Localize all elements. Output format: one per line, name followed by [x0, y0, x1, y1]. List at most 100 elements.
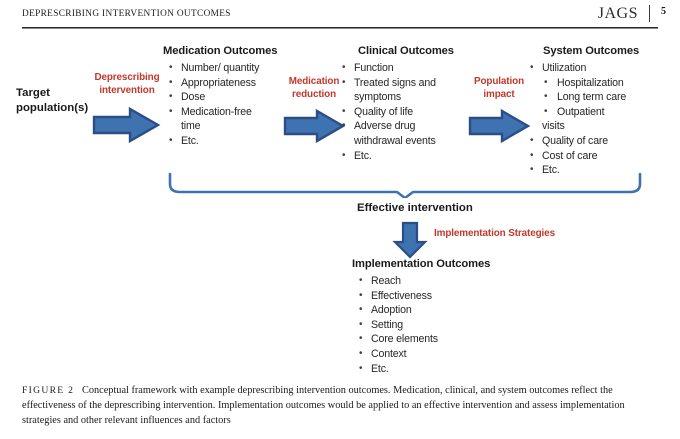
list-item-label: Reach — [371, 275, 401, 287]
bullet-icon: • — [359, 304, 363, 316]
bullet-icon: • — [169, 76, 173, 88]
list-item: • Etc. — [340, 149, 500, 164]
list-item-label: Long term care — [557, 91, 627, 104]
bullet-icon: • — [544, 105, 548, 117]
list-item: • Reach — [357, 274, 537, 289]
list-item-label: visits — [542, 120, 565, 133]
list-item-label: Cost of care — [542, 149, 598, 162]
list-item: • Dose — [167, 90, 327, 105]
bracket-connector — [160, 168, 650, 203]
list-item: • Context — [357, 347, 537, 362]
list-item-label: Context — [371, 347, 407, 360]
bullet-icon: • — [530, 134, 534, 146]
list-item-label: Outpatient — [557, 105, 605, 118]
figure-caption-text: Conceptual framework with example depres… — [22, 385, 625, 427]
list-item-label: Hospitalization — [557, 76, 624, 89]
list-clinical-outcomes: • Function • Treated signs and symptoms•Qual… — [340, 61, 500, 163]
list-item: • Etc. — [357, 362, 537, 377]
header-divider — [649, 5, 650, 22]
list-item-label: Medication-free — [181, 105, 252, 118]
column-heading-clinical: Clinical Outcomes — [358, 45, 454, 57]
bullet-icon: • — [544, 76, 548, 88]
journal-name: JAGS — [597, 5, 638, 22]
figure-diagram: Target population(s) Deprescribing inter… — [0, 32, 680, 375]
list-item: visits — [528, 119, 678, 134]
list-item-label: time — [181, 120, 201, 133]
running-head: DEPRESCRIBING INTERVENTION OUTCOMES JAGS… — [0, 0, 680, 30]
figure-caption: FIGURE 2 Conceptual framework with examp… — [22, 383, 658, 429]
list-item-label: Function — [354, 62, 394, 74]
list-item: • Adoption — [357, 303, 537, 318]
list-item-label: Adverse drug — [354, 120, 416, 133]
label-implementation-strategies: Implementation Strategies — [434, 228, 555, 239]
list-item-label: Utilization — [542, 62, 587, 74]
list-item-label: Core elements — [371, 333, 438, 346]
list-item-label: Appropriateness — [181, 76, 256, 89]
list-item: symptoms — [340, 90, 500, 105]
bullet-icon: • — [359, 333, 363, 345]
list-item-label: Etc. — [371, 362, 389, 375]
list-item-label: Etc. — [354, 149, 372, 162]
list-system-outcomes: • Utilization • Hospitalization • Long term c… — [528, 61, 678, 178]
list-item: • Medication-free — [167, 105, 327, 120]
running-head-title: DEPRESCRIBING INTERVENTION OUTCOMES — [22, 9, 231, 19]
list-item-label: Adoption — [371, 304, 412, 317]
target-population-label: Target population(s) — [16, 86, 88, 116]
bullet-icon: • — [359, 275, 363, 286]
list-item: • Hospitalization — [528, 76, 678, 91]
list-item-label: Quality of care — [542, 134, 609, 147]
list-item: • Long term care — [528, 90, 678, 105]
list-item: • Effectiveness — [357, 289, 537, 304]
list-item: • Core elements — [357, 332, 537, 347]
header-rule — [22, 27, 658, 29]
list-implementation-outcomes: • Reach • Effectiveness • Adoption • Setting • Co… — [357, 274, 537, 376]
list-item-label: symptoms — [354, 91, 402, 104]
list-item: • Quality of care — [528, 134, 678, 149]
target-line-2: population(s) — [16, 102, 89, 114]
label-population-impact: Population impact — [473, 76, 524, 100]
bullet-icon: • — [359, 318, 363, 330]
implementation-outcomes-heading: Implementation Outcomes — [352, 258, 491, 270]
list-item-label: Number/ quantity — [181, 62, 260, 74]
label-medication-reduction: Medication reduction — [288, 76, 340, 100]
bullet-icon: • — [359, 362, 363, 374]
arrow-down-implementation-icon — [392, 220, 428, 265]
arrow-right-deprescribing-icon — [90, 106, 162, 149]
label-deprescribing-intervention: Deprescribing intervention — [94, 72, 160, 96]
effective-intervention-title: Effective intervention — [357, 202, 473, 214]
list-item: • Treated signs and — [340, 76, 500, 91]
bullet-icon: • — [342, 149, 346, 161]
bullet-icon: • — [342, 62, 346, 73]
bullet-icon: • — [530, 62, 534, 73]
figure-caption-label: FIGURE 2 — [22, 385, 75, 396]
bullet-icon: • — [169, 91, 173, 103]
list-item-label: Treated signs and — [354, 76, 436, 89]
list-item: • Number/ quantity — [167, 61, 327, 76]
bullet-icon: • — [342, 105, 346, 117]
bullet-icon: • — [169, 105, 173, 117]
bullet-icon: • — [530, 164, 534, 176]
bullet-icon: • — [530, 149, 534, 161]
list-item: •Adverse drug — [340, 119, 500, 134]
list-item: time — [167, 119, 327, 134]
list-item-label: Etc. — [542, 164, 560, 177]
page-number: 5 — [661, 6, 666, 17]
list-item-label: withdrawal events — [354, 134, 436, 147]
bullet-icon: • — [169, 134, 173, 146]
list-item-label: Setting — [371, 318, 403, 331]
column-heading-medication: Medication Outcomes — [163, 45, 278, 57]
list-item: • Utilization — [528, 61, 678, 76]
bullet-icon: • — [169, 62, 173, 73]
list-item-label: Effectiveness — [371, 289, 432, 302]
list-item: • Function — [340, 61, 500, 76]
list-item-label: Dose — [181, 91, 206, 104]
bullet-icon: • — [544, 91, 548, 103]
bullet-icon: • — [342, 76, 346, 88]
column-heading-system: System Outcomes — [543, 45, 640, 57]
bullet-icon: • — [359, 347, 363, 359]
list-item: • Outpatient — [528, 105, 678, 120]
bullet-icon: • — [359, 289, 363, 301]
list-item: • Etc. — [528, 163, 678, 178]
list-item: •Quality of life — [340, 105, 500, 120]
list-medication-outcomes: • Number/ quantity • Appropriateness • Dose • M… — [167, 61, 327, 149]
